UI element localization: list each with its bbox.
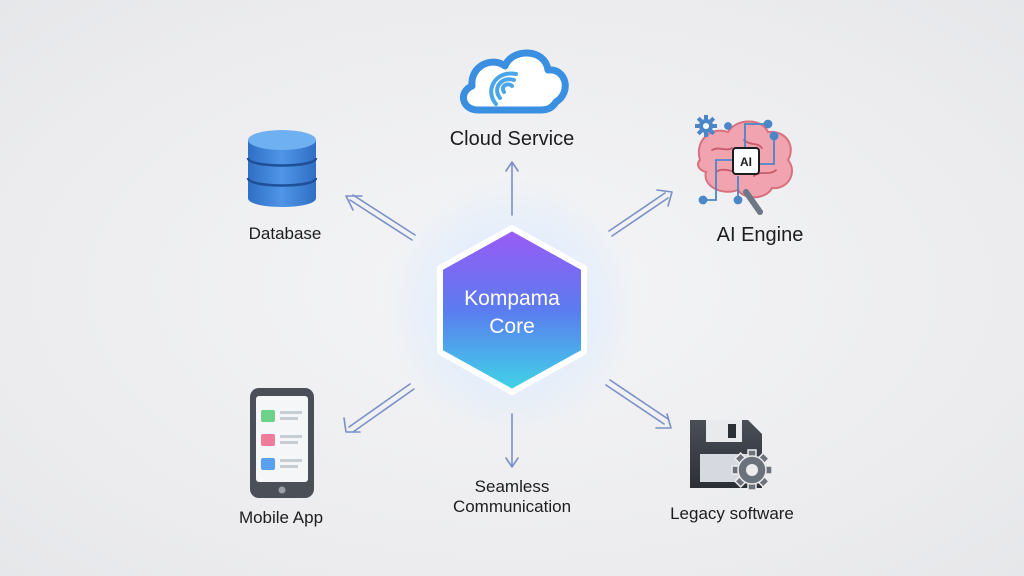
cloud-service-label: Cloud Service [449,128,575,150]
legacy-software-label: Legacy software [670,504,794,523]
ai-engine-label: AI Engine [716,224,804,246]
arrow-to-legacy [605,379,672,429]
core-label-line1: Kompama [464,287,560,310]
database-label: Database [248,224,322,243]
arrow-to-database [345,194,416,241]
brain-chip-icon: AI [695,115,793,215]
seamless-communication-label: Seamless Communication [412,477,612,517]
arrow-to-mobile [343,383,415,433]
floppy-gear-icon [690,420,773,491]
ai-chip-text: AI [740,155,752,169]
communication-line1: Seamless [474,477,550,496]
cloud-icon [460,49,569,114]
core-label-line2: Core [489,315,535,338]
core-label: Kompama Core [437,285,587,341]
arrow-to-communication [505,413,519,468]
core-hexagon[interactable] [437,225,587,395]
database-icon [246,130,318,207]
smartphone-icon [250,388,314,498]
mobile-app-label: Mobile App [238,508,324,527]
arrow-to-cloud [505,161,519,216]
arrow-to-ai-engine [608,189,673,237]
communication-line2: Communication [452,497,572,516]
